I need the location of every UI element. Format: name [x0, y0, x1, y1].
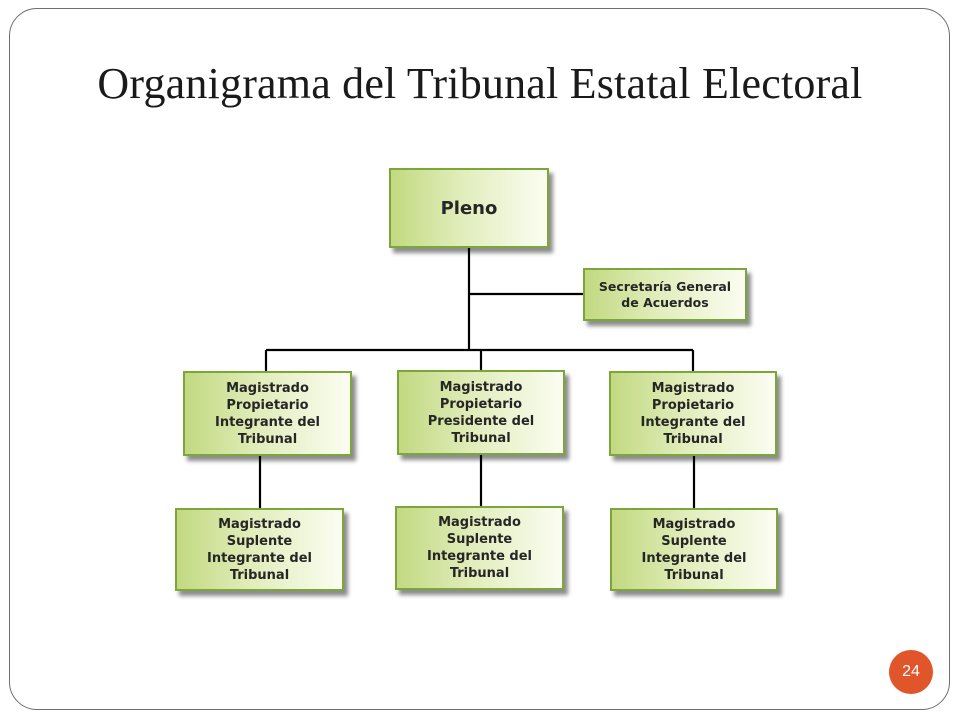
- slide-title: Organigrama del Tribunal Estatal Elector…: [97, 59, 863, 108]
- node-secretaria-general-label: Secretaría General de Acuerdos: [598, 278, 732, 310]
- node-magistrado-propietario-1: Magistrado Propietario Integrante del Tr…: [183, 371, 352, 456]
- node-magistrado-propietario-1-label: Magistrado Propietario Integrante del Tr…: [214, 380, 320, 447]
- node-magistrado-suplente-2-label: Magistrado Suplente Integrante del Tribu…: [426, 515, 532, 581]
- node-magistrado-suplente-2: Magistrado Suplente Integrante del Tribu…: [395, 506, 564, 590]
- node-magistrado-presidente-label: Magistrado Propietario Presidente del Tr…: [427, 379, 535, 446]
- node-magistrado-propietario-3-label: Magistrado Propietario Integrante del Tr…: [640, 380, 746, 447]
- node-magistrado-suplente-3: Magistrado Suplente Integrante del Tribu…: [610, 508, 778, 591]
- node-magistrado-suplente-1: Magistrado Suplente Integrante del Tribu…: [175, 508, 344, 591]
- node-magistrado-presidente: Magistrado Propietario Presidente del Tr…: [397, 370, 565, 455]
- node-magistrado-suplente-3-label: Magistrado Suplente Integrante del Tribu…: [641, 516, 747, 583]
- slide-frame: [9, 8, 950, 710]
- page-number-badge: 24: [889, 650, 933, 694]
- node-magistrado-propietario-3: Magistrado Propietario Integrante del Tr…: [609, 371, 777, 456]
- node-pleno-label: Pleno: [440, 197, 498, 219]
- node-secretaria-general: Secretaría General de Acuerdos: [583, 268, 747, 321]
- node-pleno: Pleno: [389, 168, 549, 248]
- node-magistrado-suplente-1-label: Magistrado Suplente Integrante del Tribu…: [206, 516, 312, 583]
